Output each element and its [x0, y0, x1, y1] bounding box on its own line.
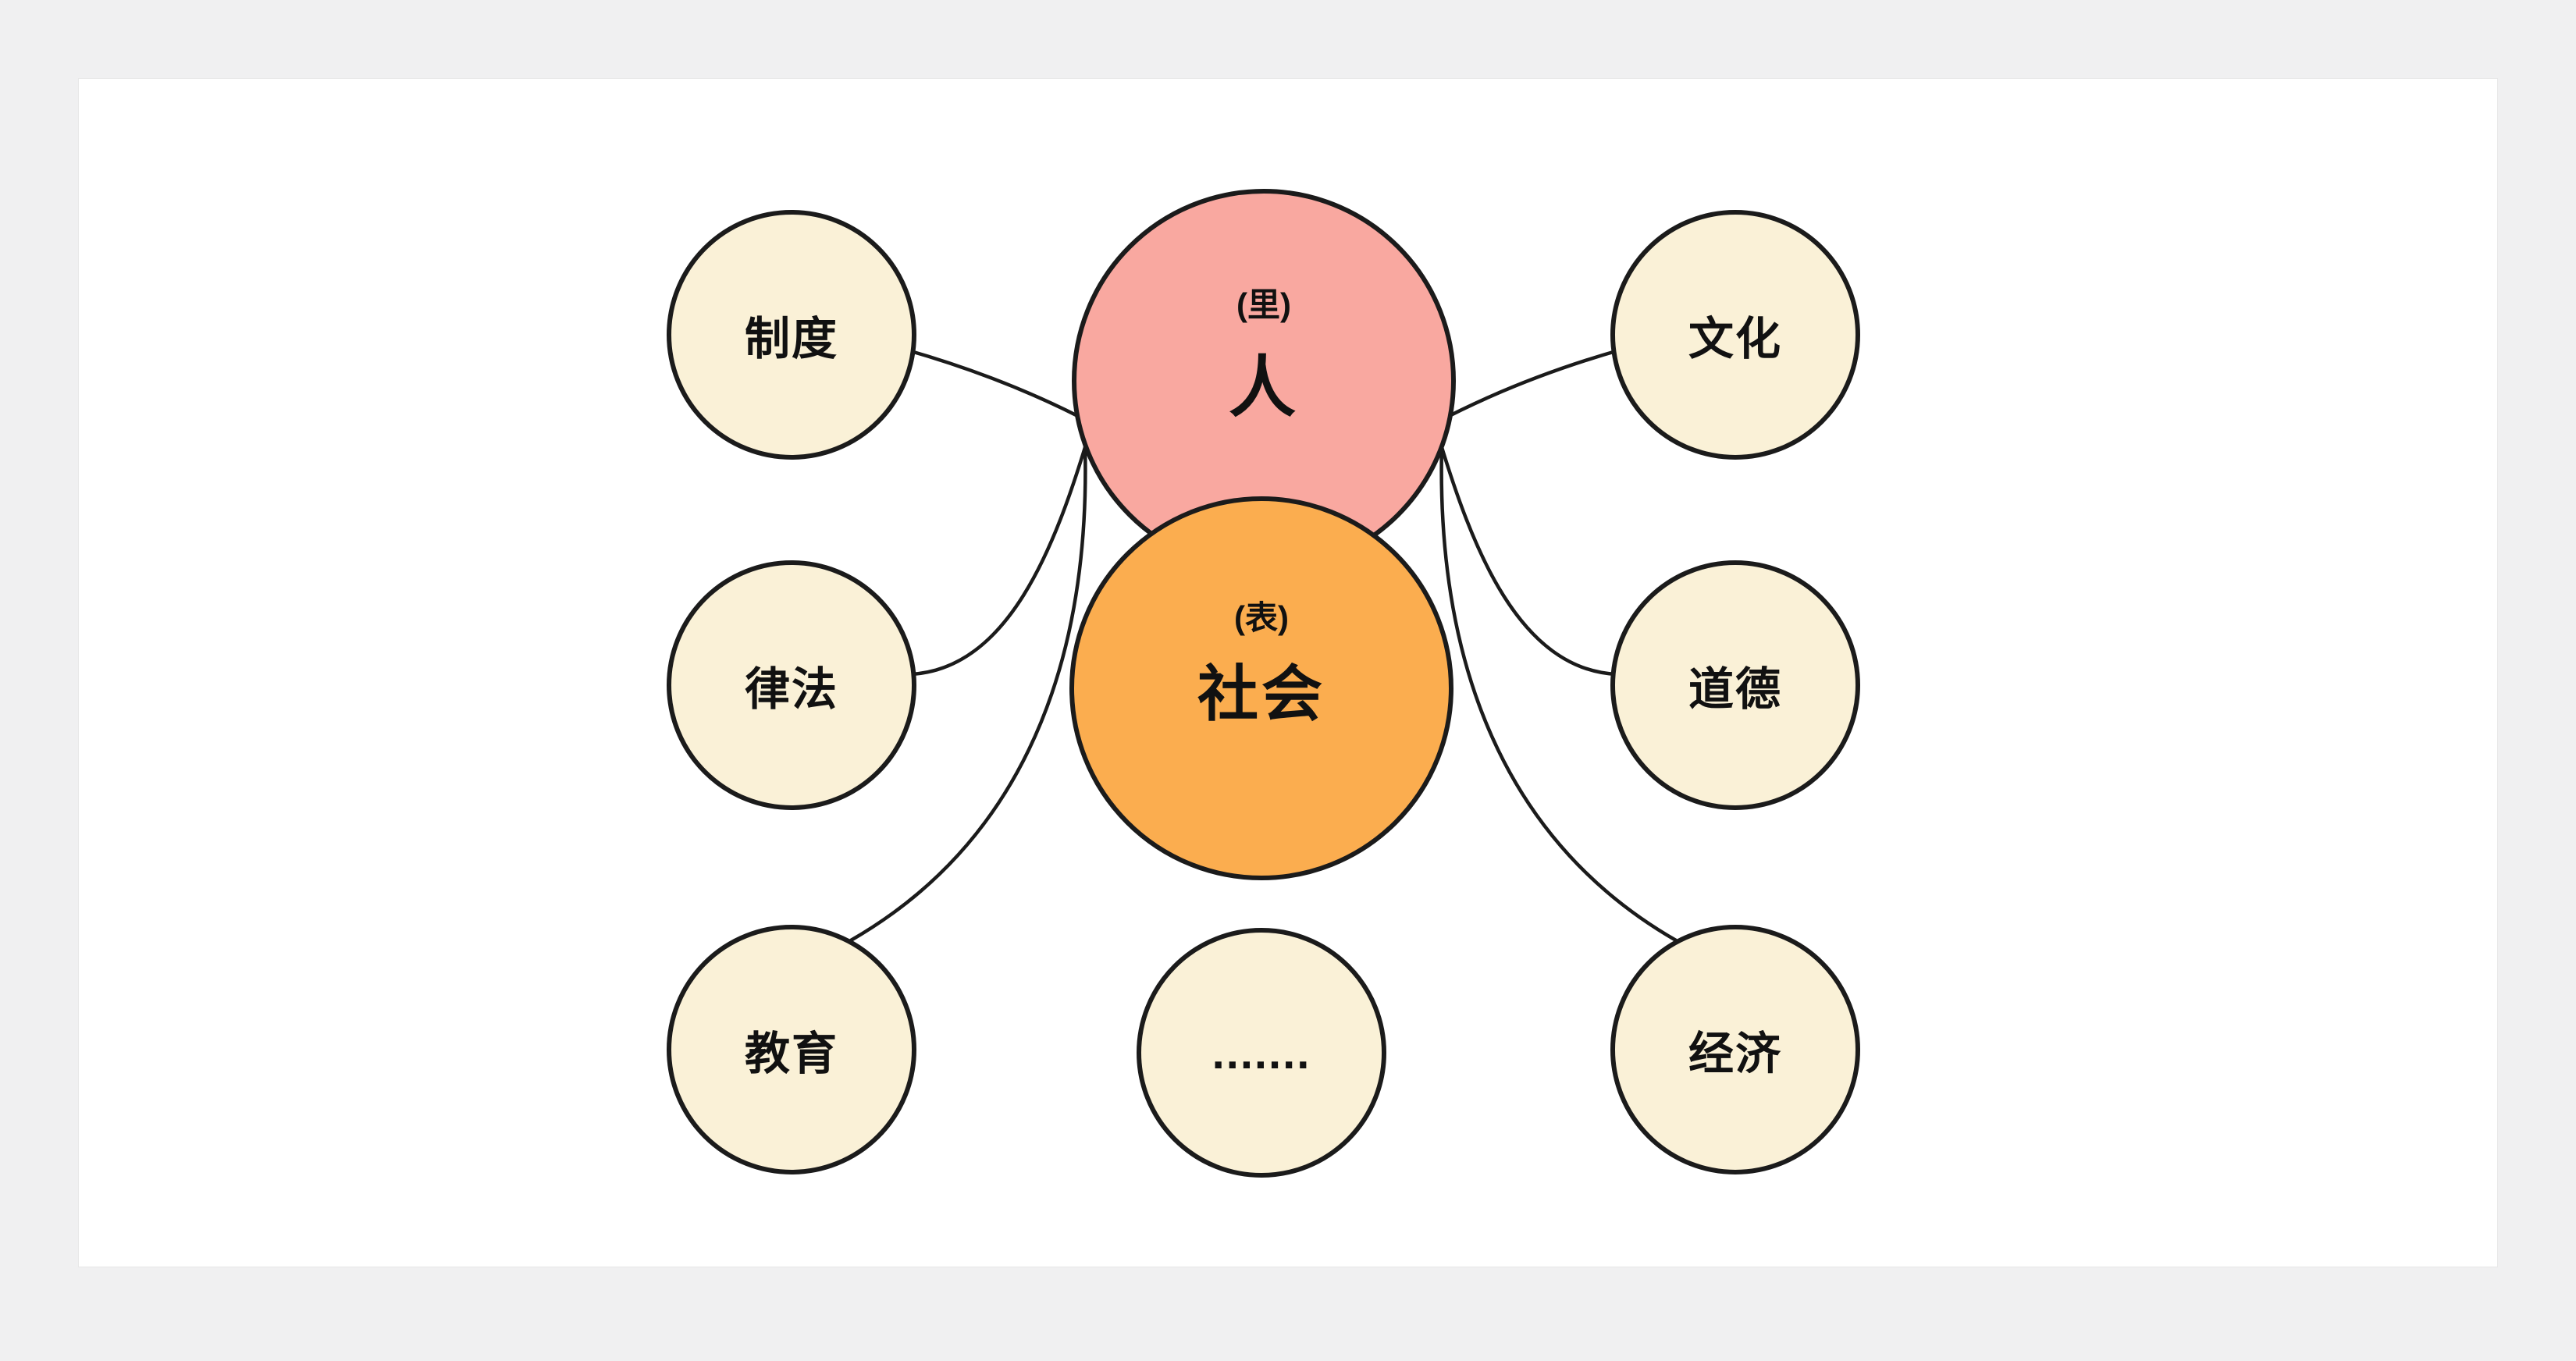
wenhua-label: 文化	[1688, 314, 1782, 364]
edge-lvfa-person	[908, 435, 1091, 677]
node-wenhua[interactable]: 文化	[1610, 210, 1860, 460]
edge-jingji-person	[1439, 442, 1678, 943]
edge-zhidu-person	[903, 347, 1094, 425]
node-daode[interactable]: 道德	[1610, 560, 1860, 810]
jingji-label: 经济	[1688, 1029, 1782, 1079]
person-label-group: (里) 人	[1229, 279, 1299, 430]
person-sub-label: (里)	[1236, 286, 1291, 323]
edge-wenhua-person	[1433, 347, 1624, 425]
node-ellipsis[interactable]: .......	[1137, 928, 1386, 1178]
person-label: 人	[1229, 350, 1299, 425]
society-label-group: (表) 社会	[1197, 592, 1325, 733]
lvfa-label: 律法	[744, 664, 838, 715]
zhidu-label: 制度	[744, 314, 838, 364]
society-label: 社会	[1197, 659, 1325, 728]
node-zhidu[interactable]: 制度	[667, 210, 916, 460]
edge-jiaoyu-person	[849, 442, 1087, 943]
node-jingji[interactable]: 经济	[1610, 925, 1860, 1174]
daode-label: 道德	[1688, 664, 1782, 715]
node-lvfa[interactable]: 律法	[667, 560, 916, 810]
edge-daode-person	[1436, 435, 1619, 677]
jiaoyu-label: 教育	[744, 1029, 838, 1079]
node-jiaoyu[interactable]: 教育	[667, 925, 916, 1174]
society-sub-label: (表)	[1234, 599, 1289, 636]
ellipsis-label: .......	[1212, 1027, 1311, 1078]
node-society[interactable]: (表) 社会	[1069, 496, 1453, 880]
